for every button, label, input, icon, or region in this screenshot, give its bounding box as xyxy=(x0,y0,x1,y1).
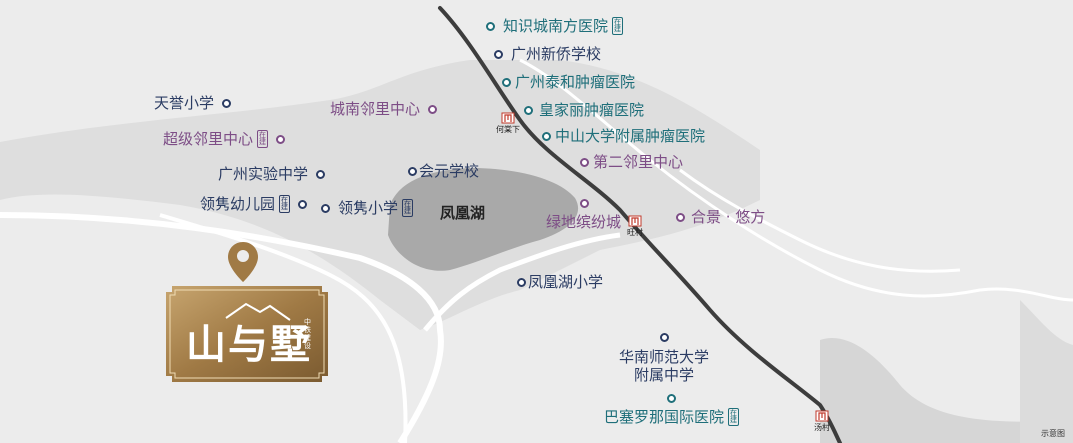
poi-label: 领隽小学 xyxy=(338,199,399,217)
east-road xyxy=(519,58,1073,302)
hospital-marker-icon xyxy=(667,394,676,403)
poi-label: 会元学校 xyxy=(419,162,480,180)
poi-huangjiali-hospital[interactable]: 皇家丽肿瘤医院 xyxy=(524,101,644,119)
poi-label: 中山大学附属肿瘤医院 xyxy=(555,127,706,145)
poi-label: 第二邻里中心 xyxy=(593,153,684,171)
community-marker-icon xyxy=(580,199,589,208)
school-marker-icon xyxy=(222,98,232,108)
poi-label: 超级邻里中心 xyxy=(163,130,254,148)
status-tag: 在建 xyxy=(612,17,624,35)
metro-station-tangcun[interactable]: 汤村 xyxy=(814,410,830,432)
metro-icon xyxy=(628,215,642,227)
community-marker-icon xyxy=(276,134,286,144)
status-tag: 在建 xyxy=(257,130,269,148)
school-marker-icon xyxy=(298,199,308,209)
poi-huiyuan-school[interactable]: 会元学校 xyxy=(408,162,479,180)
poi-label: 华南师范大学 xyxy=(619,348,710,366)
poi-label: 城南邻里中心 xyxy=(330,100,421,118)
poi-lingjun-kindergarten[interactable]: 领隽幼儿园 在建 xyxy=(200,195,308,213)
poi-shiyan-school[interactable]: 广州实验中学 xyxy=(218,165,326,183)
status-tag: 在建 xyxy=(279,195,291,213)
poi-label: 合景 · 悠方 xyxy=(691,208,766,226)
poi-label: 广州实验中学 xyxy=(218,165,309,183)
school-marker-icon xyxy=(659,333,669,342)
community-marker-icon xyxy=(428,104,438,114)
poi-hejing[interactable]: 合景 · 悠方 xyxy=(676,208,765,226)
main-road-west xyxy=(0,212,444,443)
poi-label: 凤凰湖小学 xyxy=(528,273,604,291)
lake-road xyxy=(423,232,621,332)
metro-station-heyexia[interactable]: 何棠下 xyxy=(496,112,520,134)
project-name: 山与墅 xyxy=(186,321,312,368)
metro-line xyxy=(438,6,842,443)
poi-label: 天誉小学 xyxy=(154,94,215,112)
scale-note: 示意图 xyxy=(1041,429,1065,438)
metro-station-wangcun[interactable]: 旺村 xyxy=(627,215,643,237)
poi-chengnan-center[interactable]: 城南邻里中心 xyxy=(330,100,438,118)
logo-frame xyxy=(166,286,328,382)
poi-label: 皇家丽肿瘤医院 xyxy=(539,101,645,119)
poi-scnu-school[interactable]: 华南师范大学 附属中学 xyxy=(619,333,709,384)
poi-label: 知识城南方医院 xyxy=(503,17,609,35)
poi-zhishicheng-hospital[interactable]: 知识城南方医院 在建 xyxy=(486,17,624,35)
east-road-2 xyxy=(679,168,961,273)
school-marker-icon xyxy=(517,277,526,287)
poi-label: 广州泰和肿瘤医院 xyxy=(515,73,636,91)
poi-lvdi-mall[interactable]: 绿地缤纷城 xyxy=(546,199,621,231)
district-area-southeast xyxy=(820,338,1073,443)
hospital-marker-icon xyxy=(542,131,551,141)
community-marker-icon xyxy=(580,157,589,167)
metro-station-label: 汤村 xyxy=(814,423,830,432)
poi-sysu-hospital[interactable]: 中山大学附属肿瘤医院 xyxy=(542,127,705,145)
status-tag: 在建 xyxy=(402,199,414,217)
school-marker-icon xyxy=(321,203,330,213)
project-logo[interactable]: 山与墅 中铁建设 xyxy=(166,286,328,382)
poi-barcelona-hospital[interactable]: 巴塞罗那国际医院 在建 xyxy=(604,394,740,426)
poi-chaoji-center[interactable]: 超级邻里中心 在建 xyxy=(163,130,286,148)
fenghuanghu-lake-shape xyxy=(388,168,579,271)
hospital-marker-icon xyxy=(486,21,495,31)
lake-label: 凤凰湖 xyxy=(440,204,486,222)
school-marker-icon xyxy=(408,166,417,176)
poi-fenghuanghu-school[interactable]: 凤凰湖小学 xyxy=(517,273,603,291)
hospital-marker-icon xyxy=(502,77,511,87)
poi-tianyu-school[interactable]: 天誉小学 xyxy=(154,94,232,112)
hospital-marker-icon xyxy=(524,105,533,115)
poi-label: 广州新侨学校 xyxy=(511,45,602,63)
secondary-road-west xyxy=(159,213,408,443)
project-sub-label: 中铁建设 xyxy=(304,318,311,350)
status-tag: 在建 xyxy=(728,408,740,426)
poi-label: 绿地缤纷城 xyxy=(546,213,622,231)
poi-dier-center[interactable]: 第二邻里中心 xyxy=(580,153,683,171)
poi-label-line2: 附属中学 xyxy=(634,366,695,384)
school-marker-icon xyxy=(316,169,326,179)
poi-taihe-hospital[interactable]: 广州泰和肿瘤医院 xyxy=(502,73,635,91)
school-marker-icon xyxy=(494,49,503,59)
metro-icon xyxy=(815,410,829,422)
poi-xinqiao-school[interactable]: 广州新侨学校 xyxy=(494,45,601,63)
metro-icon xyxy=(501,112,515,124)
location-pin-icon[interactable] xyxy=(226,240,260,284)
metro-station-label: 旺村 xyxy=(627,228,643,237)
district-area-north xyxy=(0,60,760,330)
poi-label: 领隽幼儿园 xyxy=(200,195,276,213)
metro-station-label: 何棠下 xyxy=(496,125,520,134)
district-area-east xyxy=(1020,300,1073,443)
poi-label: 巴塞罗那国际医院 xyxy=(604,408,725,426)
community-marker-icon xyxy=(676,212,685,222)
poi-lingjun-school[interactable]: 领隽小学 在建 xyxy=(321,199,414,217)
